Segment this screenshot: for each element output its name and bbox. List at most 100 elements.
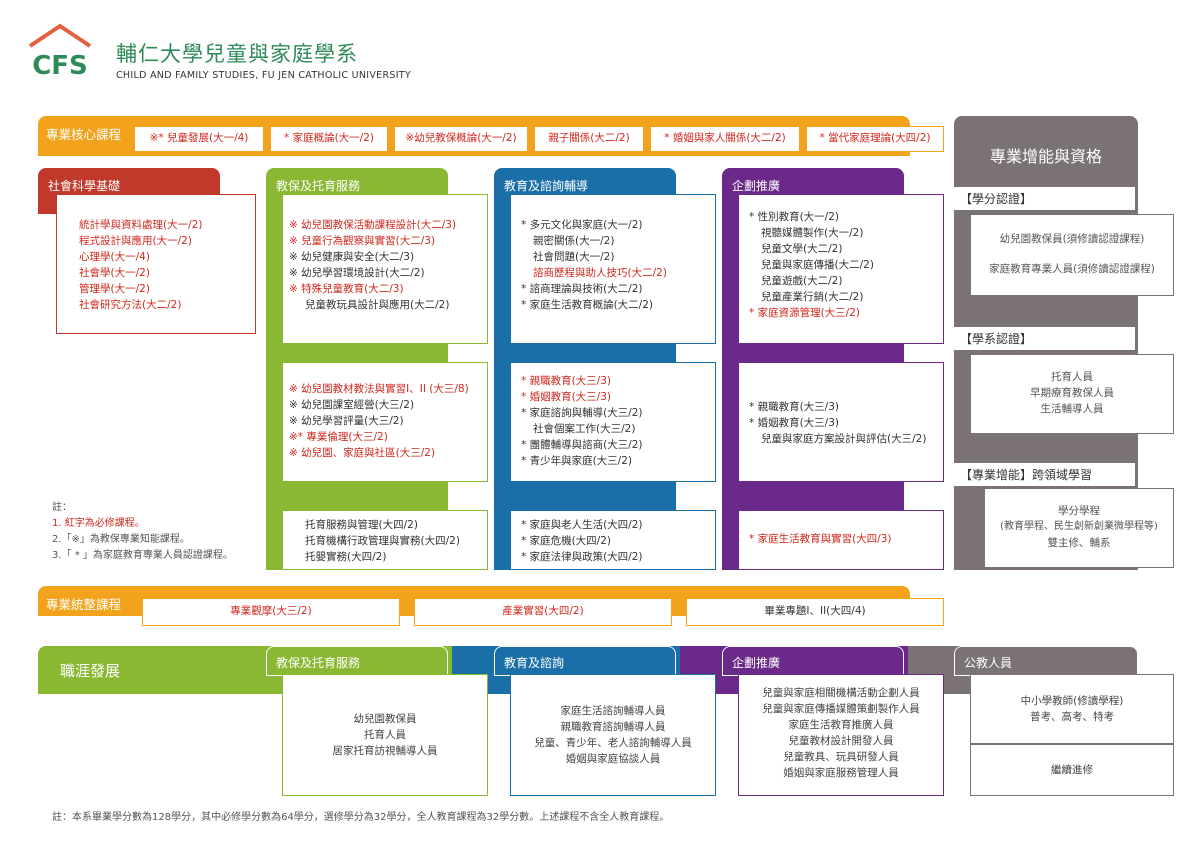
- social-course-box: 統計學與資料處理(大一/2) 程式設計與應用(大一/2) 心理學(大一/4) 社…: [56, 194, 256, 334]
- cert-item: 生活輔導人員: [1040, 403, 1104, 415]
- course: * 家庭法律與政策(大四/2): [521, 551, 643, 563]
- course: * 家庭諮詢與輔導(大三/2): [521, 407, 643, 419]
- course: * 諮商理論與技術(大二/2): [521, 283, 643, 295]
- notes: 註： 1. 紅字為必修課程。 2.「※」為教保專業知能課程。 3.「 * 」為家…: [52, 500, 233, 564]
- course: * 家庭危機(大四/2): [521, 535, 611, 547]
- career-planning-box: 兒童與家庭相關機構活動企劃人員 兒童與家庭傳播媒體策劃製作人員 家庭生活教育推廣…: [738, 674, 944, 796]
- empower-item: (教育學程、民生創新創業微學程等): [1000, 521, 1158, 532]
- further-study-box: 繼續進修: [970, 744, 1174, 796]
- career-item: 兒童、青少年、老人諮詢輔導人員: [534, 737, 692, 749]
- career-planning-label: 企劃推廣: [732, 656, 781, 670]
- empower-item: 學分學程: [1058, 505, 1100, 517]
- course: 心理學(大一/4): [79, 251, 150, 263]
- course: ※* 專業倫理(大三/2): [289, 431, 388, 443]
- career-item: 婚姻與家庭協談人員: [565, 753, 661, 765]
- care-box-2: ※ 幼兒園教材教法與實習I、II (大三/8) ※ 幼兒園課室經營(大三/2) …: [282, 362, 488, 482]
- course: 兒童教玩具設計與應用(大二/2): [305, 299, 450, 311]
- course: 兒童文學(大二/2): [761, 243, 843, 255]
- career-item: 兒童與家庭相關機構活動企劃人員: [762, 687, 920, 699]
- career-item: 親職教育諮詢輔導人員: [560, 721, 666, 733]
- course: * 多元文化與家庭(大一/2): [521, 219, 643, 231]
- course: 統計學與資料處理(大一/2): [79, 219, 203, 231]
- course: 社會問題(大一/2): [533, 251, 615, 263]
- career-label: 職涯發展: [60, 662, 121, 680]
- course: ※ 幼兒園教保活動課程設計(大二/3): [289, 219, 457, 231]
- course: 托育機構行政管理與實務(大四/2): [305, 535, 460, 547]
- course: * 家庭與老人生活(大四/2): [521, 519, 643, 531]
- empower-item: 雙主修、輔系: [1047, 537, 1111, 549]
- core-course: * 當代家庭理論(大四/2): [806, 126, 944, 152]
- course: 兒童與家庭傳播(大二/2): [761, 259, 874, 271]
- counsel-box-1: * 多元文化與家庭(大一/2) 親密關係(大一/2) 社會問題(大一/2) 諮商…: [510, 194, 716, 344]
- career-care-box: 幼兒園教保員 托育人員 居家托育訪視輔導人員: [282, 674, 488, 796]
- career-item: 托育人員: [364, 729, 406, 741]
- career-item: 中小學教師(修讀學程): [1020, 695, 1124, 707]
- empower-label: 【專業增能】跨領域學習: [954, 462, 1136, 487]
- right-panel-title: 專業增能與資格: [989, 147, 1102, 166]
- core-course: ※幼兒教保概論(大一/2): [394, 126, 528, 152]
- note-item: 1. 紅字為必修課程。: [52, 518, 145, 529]
- department-title: 輔仁大學兒童與家庭學系: [116, 42, 358, 66]
- course: 視聽媒體製作(大一/2): [761, 227, 864, 239]
- career-counsel-box: 家庭生活諮詢輔導人員 親職教育諮詢輔導人員 兒童、青少年、老人諮詢輔導人員 婚姻…: [510, 674, 716, 796]
- course: ※ 幼兒園教材教法與實習I、II (大三/8): [289, 383, 469, 395]
- career-item: 兒童與家庭傳播媒體策劃製作人員: [762, 703, 920, 715]
- course: 兒童遊戲(大二/2): [761, 275, 843, 287]
- course: * 家庭生活教育概論(大二/2): [521, 299, 653, 311]
- further-study: 繼續進修: [1051, 764, 1093, 776]
- career-item: 居家托育訪視輔導人員: [332, 745, 438, 757]
- course: ※ 幼兒園課室經營(大三/2): [289, 399, 415, 411]
- course: 管理學(大一/2): [79, 283, 150, 295]
- planning-box-1: * 性別教育(大一/2) 視聽媒體製作(大一/2) 兒童文學(大二/2) 兒童與…: [738, 194, 944, 344]
- counsel-box-2: * 親職教育(大三/3) * 婚姻教育(大三/3) * 家庭諮詢與輔導(大三/2…: [510, 362, 716, 482]
- credit-cert-label: 【學分認證】: [954, 186, 1136, 211]
- course: * 親職教育(大三/3): [521, 375, 611, 387]
- integration-course: 產業實習(大四/2): [414, 598, 672, 626]
- course: ※ 幼兒學習環境設計(大二/2): [289, 267, 425, 279]
- course: ※ 特殊兒童教育(大二/3): [289, 283, 404, 295]
- footer-note: 註：本系畢業學分數為128學分，其中必修學分數為64學分，選修學分為32學分，全…: [52, 812, 670, 823]
- counsel-box-3: * 家庭與老人生活(大四/2) * 家庭危機(大四/2) * 家庭法律與政策(大…: [510, 510, 716, 570]
- course: * 婚姻教育(大三/3): [749, 417, 839, 429]
- course: 社會個案工作(大三/2): [533, 423, 636, 435]
- course: ※ 幼兒健康與安全(大二/3): [289, 251, 415, 263]
- course: 兒童與家庭方案設計與評估(大三/2): [761, 433, 927, 445]
- career-item: 家庭生活諮詢輔導人員: [560, 705, 666, 717]
- note-item: 2.「※」為教保專業知能課程。: [52, 534, 190, 545]
- care-box-3: 托育服務與管理(大四/2) 托育機構行政管理與實務(大四/2) 托嬰實務(大四/…: [282, 510, 488, 570]
- career-item: 兒童教材設計開發人員: [788, 735, 894, 747]
- course: 社會研究方法(大二/2): [79, 299, 182, 311]
- career-public-box: 中小學教師(修讀學程) 普考、高考、特考: [970, 674, 1174, 744]
- course: * 團體輔導與諮商(大三/2): [521, 439, 643, 451]
- integration-course: 畢業專題I、II(大四/4): [686, 598, 944, 626]
- career-item: 幼兒園教保員: [353, 713, 417, 725]
- note-item: 3.「 * 」為家庭教育專業人員認證課程。: [52, 550, 233, 561]
- integration-label: 專業統整課程: [46, 597, 122, 612]
- course: * 家庭生活教育與實習(大四/3): [749, 533, 892, 545]
- course: ※ 幼兒園、家庭與社區(大三/2): [289, 447, 436, 459]
- empower-box: 學分學程 (教育學程、民生創新創業微學程等) 雙主修、輔系: [984, 488, 1174, 568]
- core-course: ※* 兒童發展(大一/4): [134, 126, 264, 152]
- career-item: 兒童教具、玩具研發人員: [783, 751, 899, 763]
- career-item: 普考、高考、特考: [1030, 711, 1114, 723]
- department-subtitle: CHILD AND FAMILY STUDIES, FU JEN CATHOLI…: [116, 70, 412, 81]
- cfs-logo: CFS: [28, 22, 92, 81]
- course: 托嬰實務(大四/2): [305, 551, 387, 563]
- core-course: * 婚姻與家人關係(大二/2): [650, 126, 800, 152]
- planning-box-2: * 親職教育(大三/3) * 婚姻教育(大三/3) 兒童與家庭方案設計與評估(大…: [738, 362, 944, 482]
- cert-item: 幼兒園教保員(須修讀認證課程): [999, 233, 1145, 245]
- course: ※ 兒童行為觀察與實習(大二/3): [289, 235, 436, 247]
- integration-course: 專業觀摩(大三/2): [142, 598, 400, 626]
- dept-cert-label: 【學系認證】: [954, 326, 1136, 351]
- career-public-label: 公教人員: [964, 656, 1013, 670]
- cert-item: 托育人員: [1051, 371, 1093, 383]
- cert-item: 家庭教育專業人員(須修讀認證課程): [989, 263, 1155, 275]
- course: * 性別教育(大一/2): [749, 211, 839, 223]
- care-box-1: ※ 幼兒園教保活動課程設計(大二/3) ※ 兒童行為觀察與實習(大二/3) ※ …: [282, 194, 488, 344]
- care-label: 教保及托育服務: [276, 179, 361, 193]
- planning-box-3: * 家庭生活教育與實習(大四/3): [738, 510, 944, 570]
- course: 兒童產業行銷(大二/2): [761, 291, 864, 303]
- course: 諮商歷程與助人技巧(大二/2): [533, 267, 667, 279]
- notes-title: 註：: [52, 502, 72, 513]
- course: 親密關係(大一/2): [533, 235, 615, 247]
